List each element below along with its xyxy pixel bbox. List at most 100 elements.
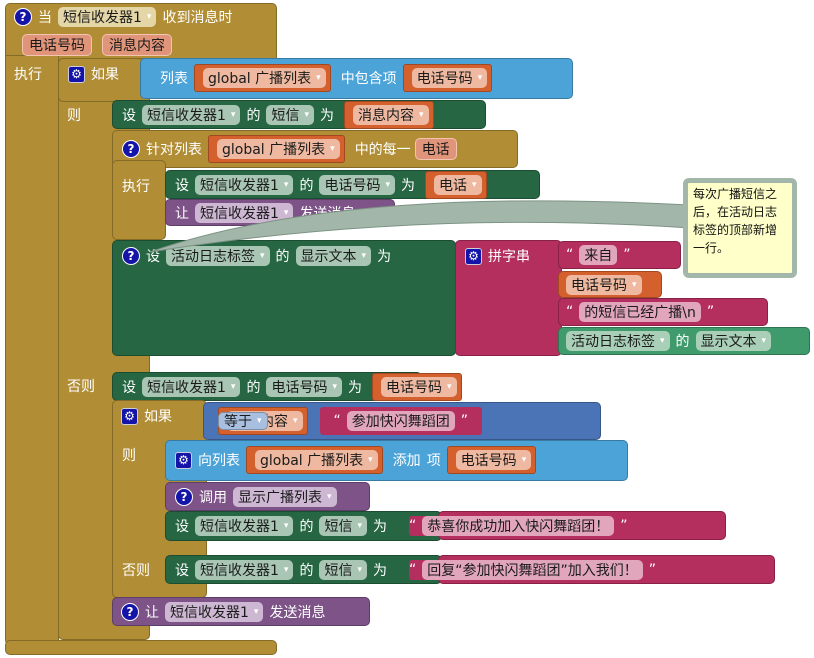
event-block-body <box>5 55 59 645</box>
var-dropdown[interactable]: 电话号码 <box>380 376 457 397</box>
set-label: 设 <box>122 107 136 124</box>
to-label: 为 <box>372 562 387 579</box>
comment-text[interactable]: 每次广播短信之后，在活动日志标签的顶部新增一行。 <box>693 187 778 255</box>
component-dropdown[interactable]: 短信收发器1 <box>195 202 294 223</box>
property-dropdown[interactable]: 显示文本 <box>695 331 772 351</box>
set-phone-row: 设 短信收发器1 的 电话号码 为 电话 <box>175 170 487 199</box>
set-label: 设 <box>175 177 189 194</box>
component-dropdown[interactable]: 短信收发器1 <box>165 601 264 622</box>
text-row: 来自 <box>566 242 631 268</box>
local-var-block[interactable]: 电话 <box>424 170 487 199</box>
var-dropdown[interactable]: global 广播列表 <box>217 139 340 159</box>
var-dropdown[interactable]: 电话号码 <box>566 274 642 295</box>
global-var-block[interactable]: global 广播列表 <box>246 446 383 474</box>
event-header: ? 当 短信收发器1 收到消息时 <box>14 5 232 29</box>
gear-icon[interactable]: ⚙ <box>175 451 192 469</box>
property-dropdown[interactable]: 短信 <box>319 516 367 536</box>
help-icon[interactable]: ? <box>175 487 193 506</box>
help-icon[interactable]: ? <box>14 8 32 26</box>
event-params: 电话号码 消息内容 <box>22 34 172 56</box>
text-value[interactable]: 回复“参加快闪舞蹈团”加入我们！ <box>422 559 643 580</box>
text-literal[interactable]: 恭喜你成功加入快闪舞蹈团！ <box>408 516 628 536</box>
add-items-row: ⚙ 向列表 global 广播列表 添加 项 电话号码 <box>175 446 537 474</box>
for-each-row: ? 针对列表 global 广播列表 中的每一 电话 <box>122 134 457 164</box>
comment-bubble[interactable]: 每次广播短信之后，在活动日志标签的顶部新增一行。 <box>683 178 797 278</box>
property-dropdown[interactable]: 显示文本 <box>295 246 372 266</box>
to-label: 为 <box>377 249 392 265</box>
set-label: 设 <box>175 519 189 535</box>
text-value[interactable]: 参加快闪舞蹈团 <box>346 411 455 431</box>
local-var-block[interactable]: 电话号码 <box>402 64 493 92</box>
help-icon[interactable]: ? <box>122 140 140 158</box>
compare-row: 消息内容 等于 参加快闪舞蹈团 <box>218 406 483 436</box>
text-row: 的短信已经广播\n <box>566 299 715 325</box>
local-var-block[interactable]: 电话号码 <box>371 372 462 401</box>
gear-icon[interactable]: ⚙ <box>465 247 482 265</box>
item-label: 项 <box>426 453 441 469</box>
global-var-block[interactable]: global 广播列表 <box>194 64 331 92</box>
else-set-row: 设 短信收发器1 的 电话号码 为 电话号码 <box>122 372 462 401</box>
help-icon[interactable]: ? <box>122 247 140 265</box>
add-to-list-label: 向列表 <box>198 453 240 469</box>
of-label: 的 <box>299 562 314 579</box>
join-label: 拼字串 <box>488 249 530 265</box>
var-dropdown[interactable]: 消息内容 <box>352 104 429 125</box>
property-dropdown[interactable]: 短信 <box>266 104 314 125</box>
component-dropdown[interactable]: 活动日志标签 <box>566 331 670 351</box>
of-label: 的 <box>675 334 690 350</box>
add-items-block[interactable] <box>165 440 628 481</box>
var-dropdown[interactable]: global 广播列表 <box>203 68 326 88</box>
else-label: 否则 <box>122 563 150 579</box>
help-icon[interactable]: ? <box>121 602 139 621</box>
param-phone[interactable]: 电话号码 <box>22 34 92 56</box>
contains-label: 中包含项 <box>340 71 397 87</box>
component-dropdown[interactable]: 活动日志标签 <box>166 246 270 266</box>
property-dropdown[interactable]: 电话号码 <box>319 174 395 195</box>
component-dropdown[interactable]: 短信收发器1 <box>195 174 294 195</box>
send-message-row: ? 让 短信收发器1 发送消息 <box>121 598 325 625</box>
loop-var[interactable]: 电话 <box>414 138 457 160</box>
var-dropdown[interactable]: global 广播列表 <box>255 450 378 470</box>
for-each-label: 针对列表 <box>146 142 202 158</box>
of-label: 的 <box>299 519 314 535</box>
let-label: 让 <box>175 205 189 222</box>
text-literal[interactable]: 参加快闪舞蹈团 <box>319 407 483 435</box>
text-value[interactable]: 恭喜你成功加入快闪舞蹈团！ <box>422 516 615 536</box>
component-dropdown[interactable]: 短信收发器1 <box>195 559 294 580</box>
gear-icon[interactable]: ⚙ <box>68 65 85 83</box>
procedure-dropdown[interactable]: 显示广播列表 <box>233 486 337 507</box>
property-dropdown[interactable]: 电话号码 <box>266 376 342 397</box>
set-sms-row: 设 短信收发器1 的 短信 为 消息内容 <box>122 100 434 129</box>
then-label: 则 <box>122 448 136 464</box>
text-value[interactable]: 的短信已经广播\n <box>579 302 701 322</box>
component-dropdown[interactable]: 短信收发器1 <box>58 7 157 27</box>
property-dropdown[interactable]: 短信 <box>319 559 367 580</box>
list-label: 列表 <box>160 71 188 87</box>
local-var-block[interactable]: 消息内容 <box>343 100 434 129</box>
component-dropdown[interactable]: 短信收发器1 <box>142 376 241 397</box>
var-dropdown[interactable]: 电话 <box>433 174 482 195</box>
of-label: 的 <box>246 379 261 396</box>
do-label: 执行 <box>122 179 150 195</box>
var-dropdown[interactable]: 电话号码 <box>411 68 488 88</box>
text-value[interactable]: 来自 <box>579 245 618 265</box>
each-label: 中的每一 <box>354 142 411 158</box>
local-var-block[interactable]: 电话号码 <box>446 446 537 474</box>
set-sms-row: 设 短信收发器1 的 短信 为 恭喜你成功加入快闪舞蹈团！ <box>175 512 628 540</box>
operator-dropdown[interactable]: 等于 <box>218 412 268 430</box>
to-label: 为 <box>372 519 387 535</box>
gear-icon[interactable]: ⚙ <box>121 407 138 425</box>
component-dropdown[interactable]: 短信收发器1 <box>195 516 294 536</box>
to-label: 为 <box>319 107 334 124</box>
text-literal[interactable]: 回复“参加快闪舞蹈团”加入我们！ <box>408 559 657 580</box>
param-message[interactable]: 消息内容 <box>102 34 172 56</box>
text-literal[interactable]: 来自 <box>566 245 631 265</box>
then-label: 则 <box>67 108 81 124</box>
global-var-block[interactable]: global 广播列表 <box>208 135 345 163</box>
var-dropdown[interactable]: 电话号码 <box>455 450 532 470</box>
add-label: 添加 <box>392 453 421 469</box>
let-label: 让 <box>145 604 159 621</box>
text-literal[interactable]: 的短信已经广播\n <box>566 302 715 322</box>
component-dropdown[interactable]: 短信收发器1 <box>142 104 241 125</box>
when-label: 当 <box>38 10 52 26</box>
